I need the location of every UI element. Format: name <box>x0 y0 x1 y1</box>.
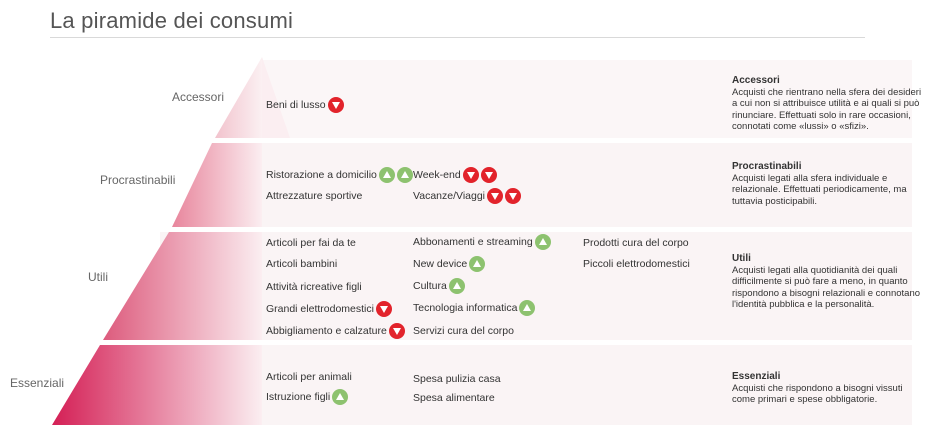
item-label: Prodotti cura del corpo <box>583 237 689 249</box>
item-prodotti-cura-corpo: Prodotti cura del corpo <box>583 234 689 252</box>
item-week-end: Week-end <box>413 166 497 184</box>
desc-title: Procrastinabili <box>732 161 802 172</box>
trend-up-icon <box>378 167 395 183</box>
item-piccoli-elettrodomestici: Piccoli elettrodomestici <box>583 255 690 273</box>
level-name-accessori: Accessori <box>172 90 225 104</box>
item-label: Articoli per fai da te <box>266 237 356 249</box>
item-label: Articoli bambini <box>266 258 338 270</box>
band-procrastinabili <box>222 143 912 227</box>
trend-up-icon <box>396 167 413 183</box>
item-label: Cultura <box>413 280 447 292</box>
desc-text: Acquisti legati alla quotidianità dei qu… <box>732 264 921 311</box>
band-accessori <box>262 60 912 138</box>
trend-up-icon <box>332 389 349 405</box>
item-tecnologia-informatica: Tecnologia informatica <box>413 299 536 317</box>
desc-title: Essenziali <box>732 371 781 382</box>
item-istruzione-figli: Istruzione figli <box>266 388 349 406</box>
item-grandi-elettrodomestici: Grandi elettrodomestici <box>266 300 392 318</box>
title-divider <box>50 37 865 38</box>
band-utili <box>160 232 912 340</box>
item-label: Piccoli elettrodomestici <box>583 258 690 270</box>
item-label: Istruzione figli <box>266 391 331 403</box>
item-label: Beni di lusso <box>266 99 326 111</box>
item-vacanze-viaggi: Vacanze/Viaggi <box>413 187 521 205</box>
item-label: Attività ricreative figli <box>266 281 362 293</box>
item-label: Week-end <box>413 169 461 181</box>
item-spesa-pulizia-casa: Spesa pulizia casa <box>413 370 501 388</box>
tier-procrastinabili <box>172 143 262 227</box>
tier-accessori <box>215 57 262 138</box>
trend-down-icon <box>487 188 503 204</box>
tier-utili <box>103 232 262 340</box>
item-label: Attrezzature sportive <box>266 190 363 202</box>
desc-text: Acquisti che rientrano nella sfera dei d… <box>732 86 922 133</box>
item-articoli-animali: Articoli per animali <box>266 368 352 386</box>
item-servizi-cura-corpo: Servizi cura del corpo <box>413 322 514 340</box>
level-name-procrastinabili: Procrastinabili <box>100 173 176 187</box>
item-label: Abbigliamento e calzature <box>266 325 387 337</box>
trend-up-icon <box>534 234 551 250</box>
item-label: Abbonamenti e streaming <box>413 236 533 248</box>
desc-title: Accessori <box>732 75 780 86</box>
item-abbigliamento-calzature: Abbigliamento e calzature <box>266 322 405 340</box>
trend-down-icon <box>388 323 405 339</box>
trend-down-icon <box>505 188 521 204</box>
trend-up-icon <box>519 300 536 316</box>
desc-procrastinabili: Procrastinabili Acquisti legati alla sfe… <box>732 161 927 207</box>
trend-down-icon <box>327 97 344 113</box>
item-label: Grandi elettrodomestici <box>266 303 374 315</box>
item-ristorazione-domicilio: Ristorazione a domicilio <box>266 166 413 184</box>
desc-accessori: Accessori Acquisti che rientrano nella s… <box>732 75 927 133</box>
item-beni-di-lusso: Beni di lusso <box>266 96 344 114</box>
desc-utili: Utili Acquisti legati alla quotidianità … <box>732 253 927 311</box>
desc-title: Utili <box>732 253 751 264</box>
trend-up-icon <box>448 278 465 294</box>
item-label: Tecnologia informatica <box>413 302 518 314</box>
tier-essenziali <box>52 345 262 425</box>
item-cultura: Cultura <box>413 277 465 295</box>
item-label: Vacanze/Viaggi <box>413 190 485 202</box>
desc-text: Acquisti legati alla sfera individuale e… <box>732 172 907 207</box>
trend-up-icon <box>469 256 486 272</box>
desc-text: Acquisti che rispondono a bisogni vissut… <box>732 382 903 406</box>
item-label: Spesa pulizia casa <box>413 373 501 385</box>
page-title: La piramide dei consumi <box>50 8 294 33</box>
item-label: Servizi cura del corpo <box>413 325 514 337</box>
level-name-essenziali: Essenziali <box>10 376 65 390</box>
level-name-utili: Utili <box>88 270 108 284</box>
item-attivita-ricreative: Attività ricreative figli <box>266 278 362 296</box>
desc-essenziali: Essenziali Acquisti che rispondono a bis… <box>732 371 927 406</box>
tier-accessori-right <box>262 57 290 138</box>
trend-down-icon <box>462 167 479 183</box>
item-fai-da-te: Articoli per fai da te <box>266 234 356 252</box>
item-abbonamenti-streaming: Abbonamenti e streaming <box>413 233 551 251</box>
item-new-device: New device <box>413 255 486 273</box>
item-attrezzature-sportive: Attrezzature sportive <box>266 187 362 205</box>
item-label: New device <box>413 258 468 270</box>
item-spesa-alimentare: Spesa alimentare <box>413 389 495 407</box>
item-label: Ristorazione a domicilio <box>266 169 377 181</box>
trend-down-icon <box>375 301 392 317</box>
trend-down-icon <box>480 167 497 183</box>
item-label: Spesa alimentare <box>413 392 495 404</box>
item-label: Articoli per animali <box>266 371 352 383</box>
item-articoli-bambini: Articoli bambini <box>266 255 337 273</box>
